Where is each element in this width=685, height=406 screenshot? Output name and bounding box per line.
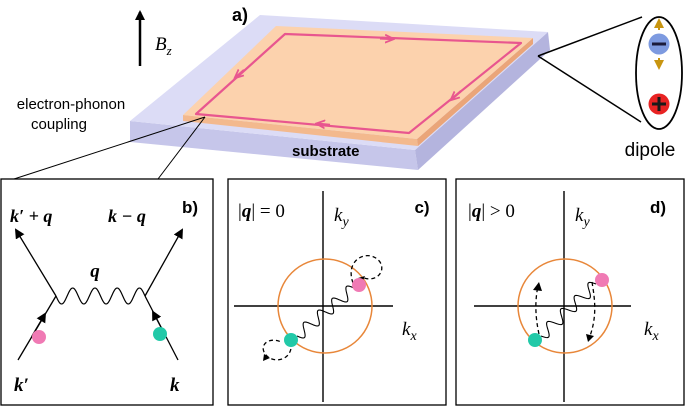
panel-b-frame [0,178,214,406]
state-dot-pink [352,278,366,292]
zoom-line-left [13,116,206,180]
outgoing-line-left [14,228,57,297]
fermi-circle [517,258,613,354]
scatter-arrowhead-icon [586,334,594,342]
panel-b-label: b) [182,198,198,217]
zoom-line-right [157,116,206,180]
vertex-dot-teal [153,327,167,341]
state-dot-teal [528,333,542,347]
phonon-wavy-line [55,287,146,305]
fermi-circle [277,258,373,354]
panel-c-kx-label: kx [402,319,417,344]
scatter-path-right [589,281,596,337]
scatter-path-upper [350,255,383,284]
panel-d-label: d) [650,198,666,217]
panel-c-frame [227,178,447,406]
label-q: q [90,261,100,282]
panel-c-ky-label: ky [334,205,349,230]
outgoing-line-right [144,228,183,297]
substrate-label: substrate [292,143,360,160]
panel-d-ky-label: ky [575,205,590,230]
film-layer [183,26,533,146]
callout-line-bottom [537,55,642,123]
panel-a: Bz a) substrate electron-phonon coupling [13,5,683,180]
panel-d-kx-label: kx [644,319,659,344]
state-dot-teal [284,333,298,347]
panel-c: c) |q| = 0 ky kx [227,178,447,406]
phonon-wavy-line [296,285,355,339]
panel-a-label: a) [232,5,248,25]
panel-b: b) k′ + q k − q q k′ k [0,178,214,406]
panel-c-condition: |q| = 0 [238,201,285,222]
phonon-wavy-line [540,281,597,339]
callout-line-top [537,16,643,57]
edge-orbit [194,32,523,135]
panel-d: d) |q| > 0 ky kx [455,178,685,406]
dipole-ellipse [635,16,683,130]
coupling-label-line1: electron-phonon [17,96,125,113]
vertex-dot-pink [32,330,46,344]
panel-d-frame [455,178,685,406]
scatter-arrowhead-icon [533,282,542,291]
panel-c-label: c) [414,198,429,217]
panel-d-condition: |q| > 0 [468,201,515,222]
scatter-path-lower [262,339,292,361]
label-k: k [170,375,180,396]
dipole-label: dipole [625,140,676,161]
scatter-arrowhead-icon [263,354,270,361]
field-label: Bz [155,34,172,58]
minus-sign-icon [652,42,666,46]
label-k-prime: k′ [14,375,29,396]
label-k-minus-q: k − q [108,206,146,226]
coupling-label-line2: coupling [31,116,87,133]
state-dot-pink [595,273,609,287]
label-k-prime-plus-q: k′ + q [10,206,52,226]
